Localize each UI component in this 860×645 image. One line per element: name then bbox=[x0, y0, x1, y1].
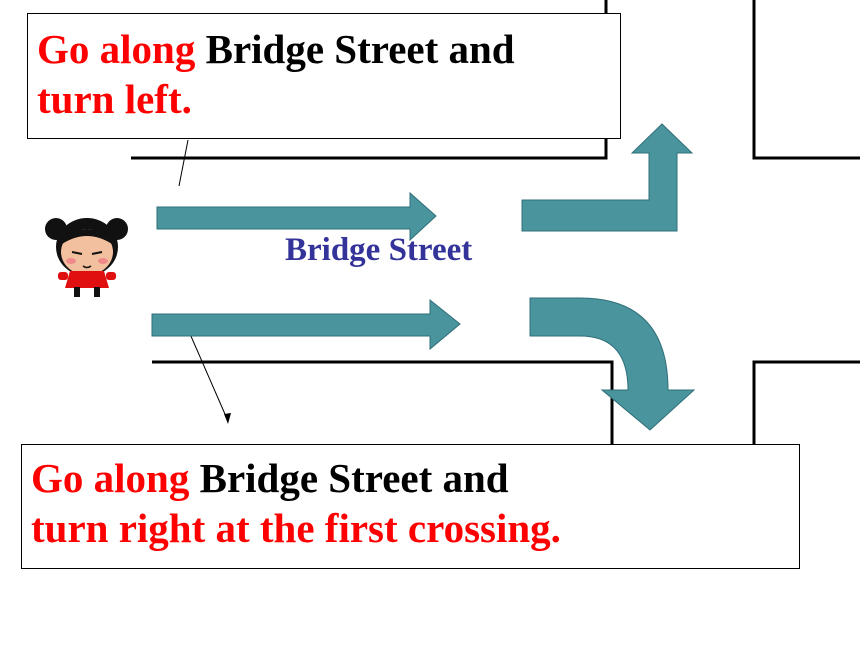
turn-left-text: turn left. bbox=[37, 76, 192, 123]
street-text: Bridge Street and bbox=[189, 455, 509, 501]
turn-right-text: turn right at the first crossing. bbox=[31, 505, 561, 552]
right-arrow-icon bbox=[156, 191, 437, 242]
road-lower-right bbox=[752, 360, 860, 444]
street-label: Bridge Street bbox=[285, 232, 473, 268]
road-lower-left bbox=[152, 360, 614, 444]
top-instruction-box: Go along Bridge Street and turn left. bbox=[27, 13, 621, 139]
bottom-callout-pointer-head bbox=[224, 413, 231, 424]
street-text: Bridge Street and bbox=[195, 26, 515, 72]
go-along-text: Go along bbox=[31, 455, 190, 501]
bottom-instruction-box: Go along Bridge Street and turn right at… bbox=[21, 444, 800, 569]
top-callout-pointer bbox=[178, 139, 189, 187]
girl-character-icon bbox=[45, 218, 128, 297]
right-arrow-icon bbox=[151, 298, 461, 351]
bottom-callout-pointer bbox=[186, 326, 229, 422]
road-upper-right bbox=[752, 0, 860, 160]
turn-left-arrow-icon bbox=[521, 123, 694, 232]
turn-right-arrow-icon bbox=[529, 297, 696, 431]
go-along-text: Go along bbox=[37, 26, 196, 72]
